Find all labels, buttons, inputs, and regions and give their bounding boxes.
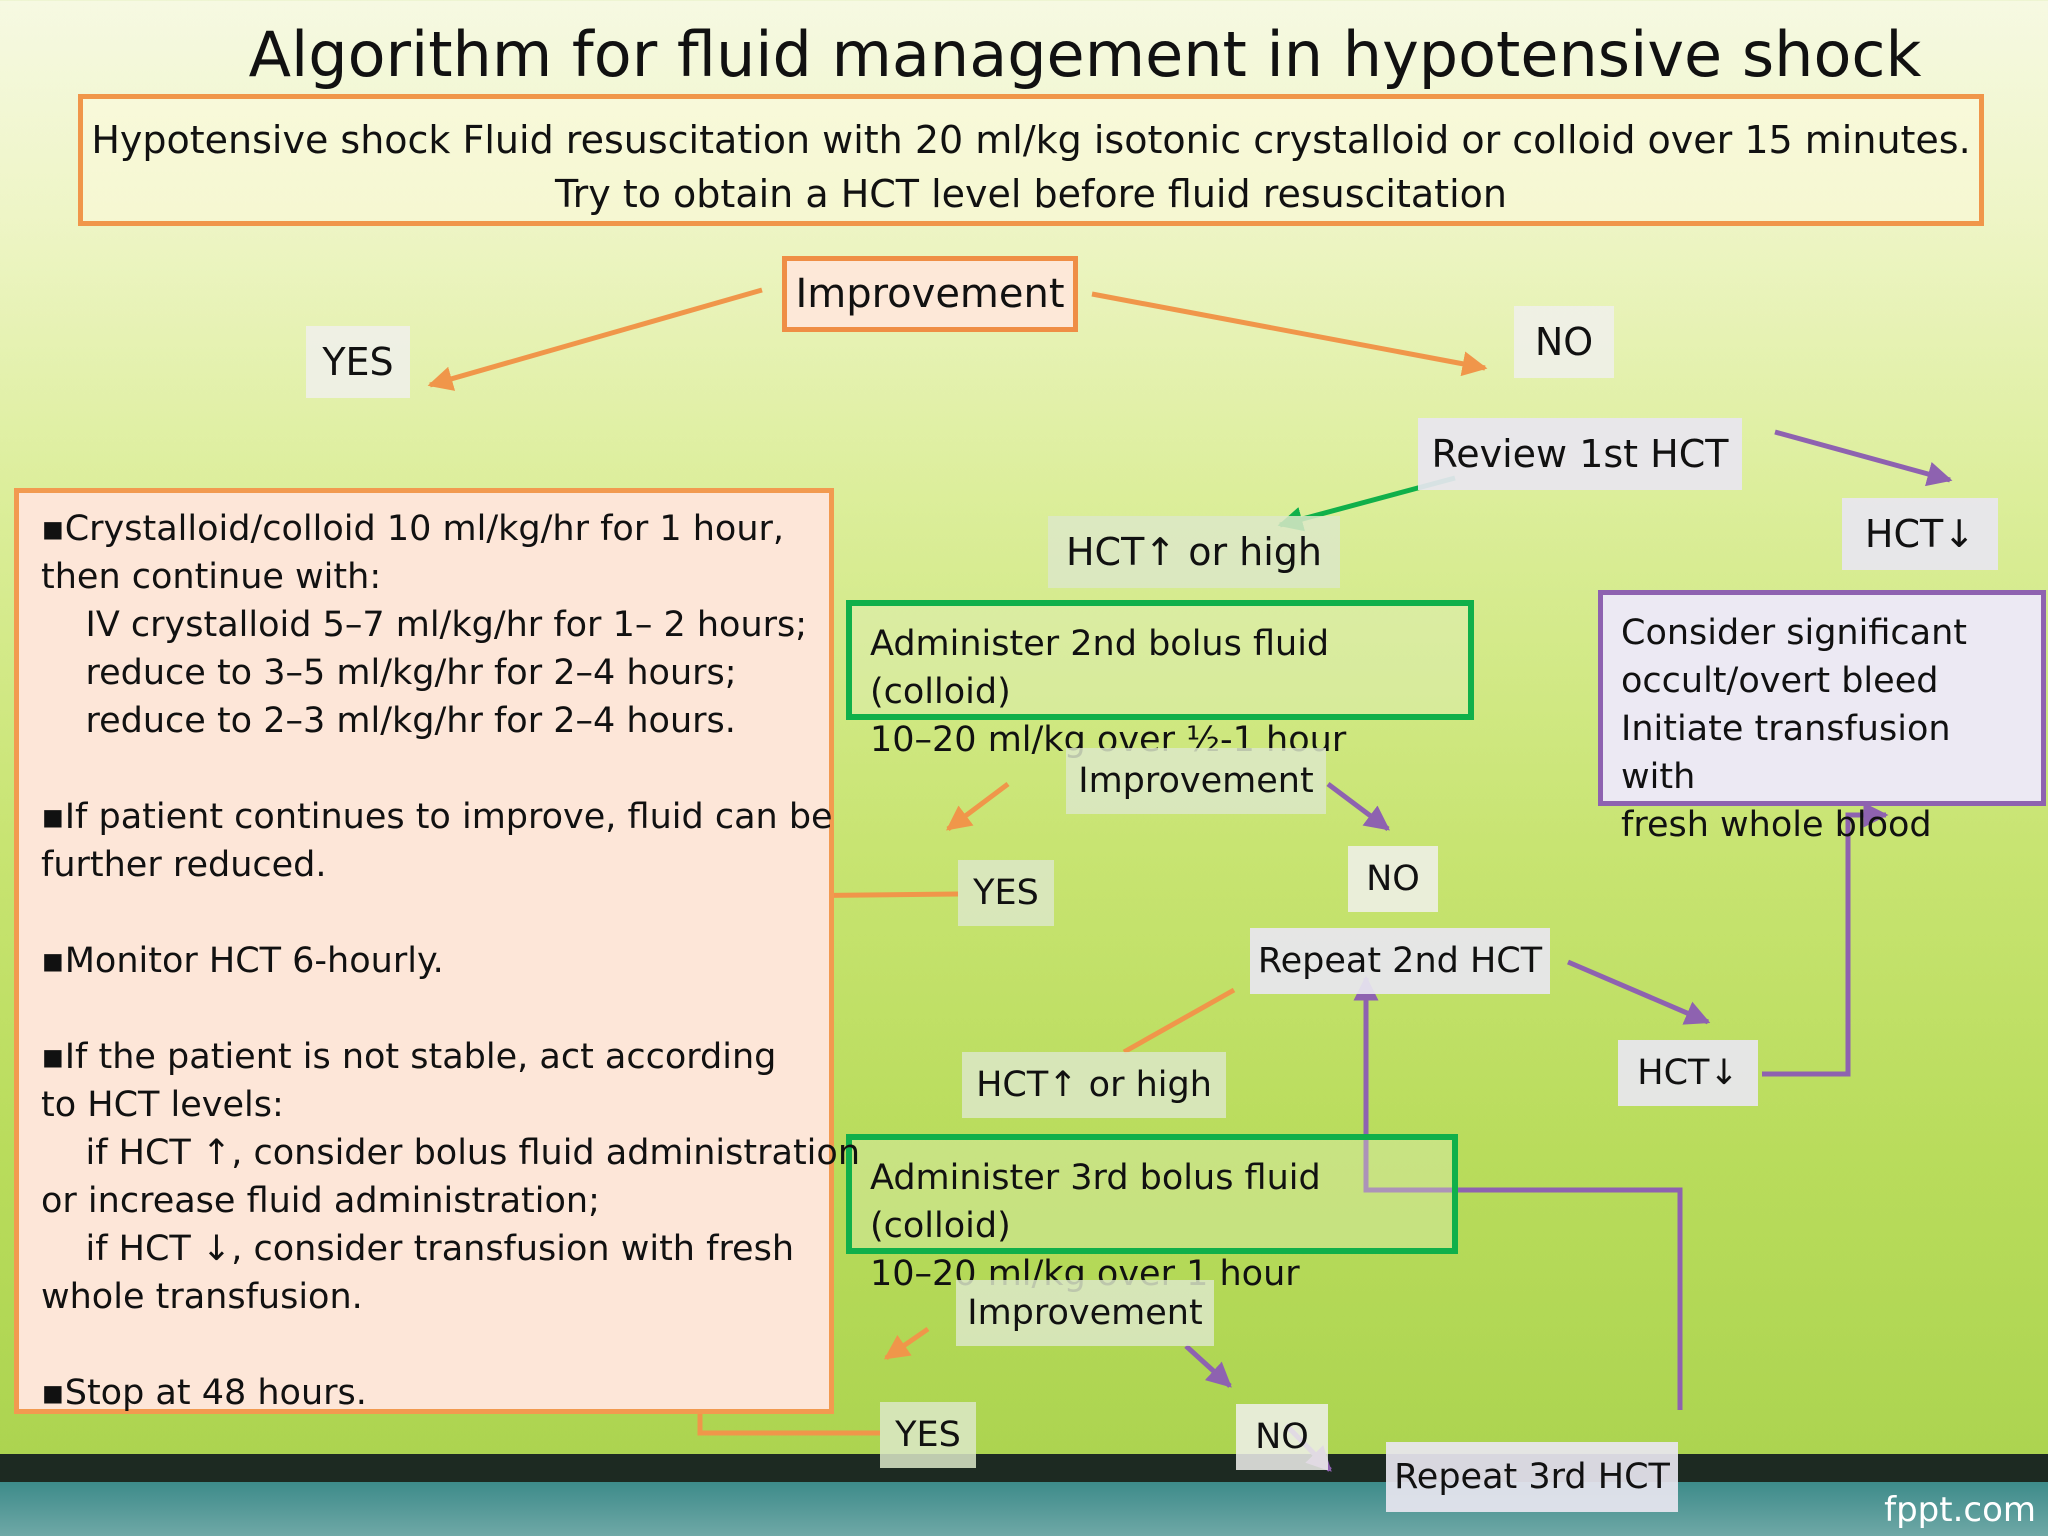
panel-line: reduce to 3–5 ml/kg/hr for 2–4 hours;	[41, 653, 737, 693]
panel-line: reduce to 2–3 ml/kg/hr for 2–4 hours.	[41, 701, 736, 741]
panel-line: ▪Monitor HCT 6-hourly.	[41, 941, 444, 981]
arrow-repeat2-hct-down	[1567, 959, 1711, 1025]
arrow-improvement2-no	[1326, 782, 1390, 831]
panel-line: ▪Stop at 48 hours.	[41, 1373, 367, 1413]
bleed-box: Consider significant occult/overt bleed …	[1598, 590, 2046, 845]
bleed-line-2: occult/overt bleed	[1621, 661, 1939, 701]
panel-spacer	[41, 985, 807, 1033]
intro-line-2: Try to obtain a HCT level before fluid r…	[555, 172, 1507, 216]
hct-down-node-1: HCT↓	[1842, 498, 1998, 570]
brand-text: fppt.com	[1884, 1490, 2036, 1530]
left-instructions-panel: ▪Crystalloid/colloid 10 ml/kg/hr for 1 h…	[14, 488, 861, 1414]
panel-line: or increase fluid administration;	[41, 1181, 600, 1221]
arrow-improvement3-yes	[883, 1326, 930, 1361]
bolus-3-line-1: Administer 3rd bolus fluid (colloid)	[870, 1158, 1321, 1246]
panel-line: further reduced.	[41, 845, 327, 885]
arrow-review-hct-down	[1774, 429, 1953, 487]
yes-node-3: YES	[880, 1402, 976, 1468]
bleed-line-4: fresh whole blood	[1621, 805, 1932, 845]
panel-line: if HCT ↓, consider transfusion with fres…	[41, 1229, 795, 1269]
arrow-improvement2-yes	[946, 782, 1010, 831]
footer-dark-band	[0, 1454, 2048, 1482]
bleed-line-3: Initiate transfusion with	[1621, 709, 1951, 797]
hct-down-node-2: HCT↓	[1618, 1040, 1758, 1106]
footer-teal-band	[0, 1482, 2048, 1536]
repeat-3rd-hct-node: Repeat 3rd HCT	[1386, 1442, 1678, 1512]
yes-node-1: YES	[306, 326, 410, 398]
panel-line: if HCT ↑, consider bolus fluid administr…	[41, 1133, 861, 1173]
bolus-2-line-1: Administer 2nd bolus fluid (colloid)	[870, 624, 1330, 712]
improvement-node-3: Improvement	[956, 1280, 1214, 1346]
intro-line-1: Hypotensive shock Fluid resuscitation wi…	[91, 118, 1971, 162]
hct-up-node-2: HCT↑ or high	[962, 1052, 1226, 1118]
panel-line: IV crystalloid 5–7 ml/kg/hr for 1– 2 hou…	[41, 605, 808, 645]
bleed-line-1: Consider significant	[1621, 613, 1967, 653]
arrow-improvement1-no	[1091, 291, 1488, 377]
line-repeat2-hct-up	[1122, 987, 1236, 1055]
page-title: Algorithm for fluid management in hypote…	[248, 18, 1922, 91]
panel-line: then continue with:	[41, 557, 382, 597]
arrow-improvement3-no	[1184, 1344, 1232, 1388]
arrow-repeat3-to-repeat2	[1353, 975, 1683, 1410]
yes-node-2: YES	[958, 860, 1054, 926]
panel-spacer	[41, 1321, 807, 1369]
panel-line: to HCT levels:	[41, 1085, 284, 1125]
bolus-2-box: Administer 2nd bolus fluid (colloid) 10–…	[846, 600, 1474, 760]
panel-spacer	[41, 745, 807, 793]
review-1st-hct-node: Review 1st HCT	[1418, 418, 1742, 490]
arrow-hct-down2-to-bleed	[1762, 802, 1889, 1077]
hct-up-node-1: HCT↑ or high	[1048, 516, 1340, 588]
improvement-node-2: Improvement	[1066, 748, 1326, 814]
panel-line: ▪Crystalloid/colloid 10 ml/kg/hr for 1 h…	[41, 509, 785, 549]
no-node-2: NO	[1348, 846, 1438, 912]
repeat-2nd-hct-node: Repeat 2nd HCT	[1250, 928, 1550, 994]
panel-line: ▪If patient continues to improve, fluid …	[41, 797, 833, 837]
intro-box: Hypotensive shock Fluid resuscitation wi…	[78, 94, 1984, 226]
panel-spacer	[41, 889, 807, 937]
no-node-3: NO	[1236, 1404, 1328, 1470]
panel-line: ▪If the patient is not stable, act accor…	[41, 1037, 777, 1077]
arrow-improvement1-yes	[427, 287, 763, 391]
improvement-node-1: Improvement	[782, 256, 1078, 332]
panel-line: whole transfusion.	[41, 1277, 363, 1317]
no-node-1: NO	[1514, 306, 1614, 378]
bolus-3-box: Administer 3rd bolus fluid (colloid) 10–…	[846, 1134, 1458, 1294]
